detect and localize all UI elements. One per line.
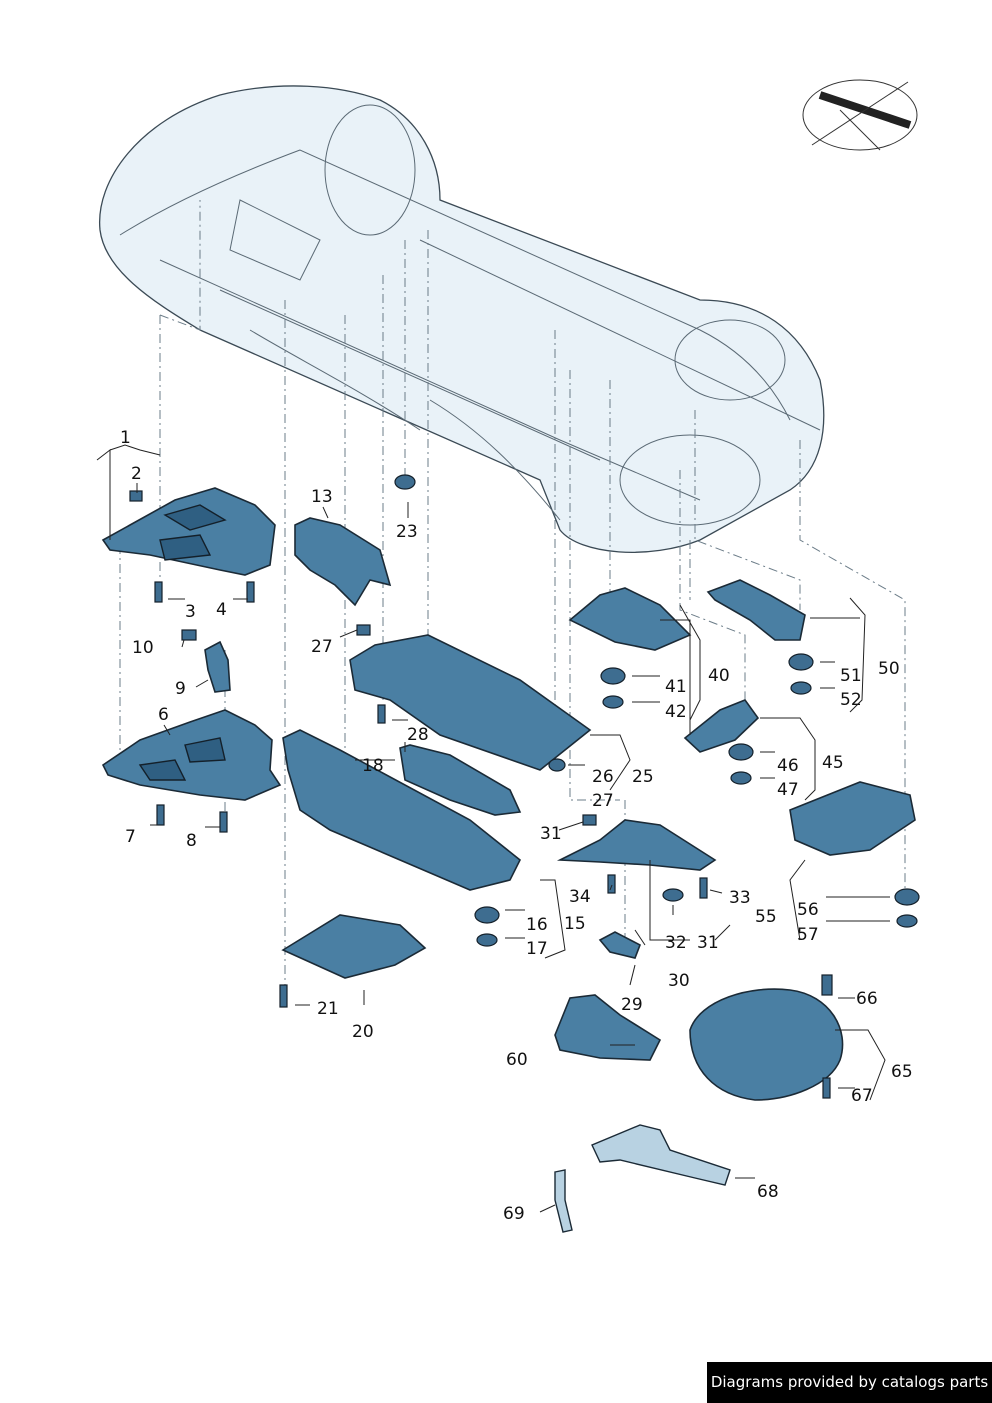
callout-56: 56: [797, 900, 819, 920]
callout-8: 8: [186, 831, 197, 851]
part-55-rear-diffuser: [789, 781, 916, 856]
callout-7: 7: [125, 827, 136, 847]
callout-1: 1: [120, 428, 131, 448]
part-20-floor-plate: [281, 914, 427, 979]
part-13-side-panel: [294, 517, 392, 607]
callout-33: 33: [729, 888, 751, 908]
part-65-wheel-well-cover: [689, 988, 844, 1101]
callout-34: 34: [569, 887, 591, 907]
part-18-heat-shield: [399, 744, 522, 816]
callout-2: 2: [131, 464, 142, 484]
callout-32: 32: [665, 933, 687, 953]
callout-26: 26: [592, 767, 614, 787]
callout-55: 55: [755, 907, 777, 927]
callout-6: 6: [158, 705, 169, 725]
callout-23: 23: [396, 522, 418, 542]
part-15-sill-panel: [282, 729, 522, 891]
callout-47: 47: [777, 780, 799, 800]
part-29-clip: [598, 931, 642, 959]
callout-18: 18: [362, 756, 384, 776]
callout-4: 4: [216, 600, 227, 620]
callout-52: 52: [840, 690, 862, 710]
callout-17: 17: [526, 939, 548, 959]
callout-20: 20: [352, 1022, 374, 1042]
part-25-centre-tunnel-panel: [349, 634, 592, 771]
callout-31a: 31: [540, 824, 562, 844]
orientation-symbol: [802, 79, 918, 151]
callout-10: 10: [132, 638, 154, 658]
callout-13: 13: [311, 487, 333, 507]
callout-42: 42: [665, 702, 687, 722]
callout-27a: 27: [311, 637, 333, 657]
callout-21: 21: [317, 999, 339, 1019]
callout-31b: 31: [697, 933, 719, 953]
assembly-guide-lines: [119, 200, 906, 985]
callout-57: 57: [797, 925, 819, 945]
callout-67: 67: [851, 1086, 873, 1106]
callout-9: 9: [175, 679, 186, 699]
callout-leaders: [96, 444, 890, 1213]
callout-50: 50: [878, 659, 900, 679]
callout-27b: 27: [592, 791, 614, 811]
part-40-rear-shield: [568, 587, 692, 651]
part-45-mount: [683, 699, 760, 753]
callout-68: 68: [757, 1182, 779, 1202]
fasteners: [129, 474, 920, 1099]
callout-51: 51: [840, 666, 862, 686]
part-30-rear-panel: [556, 819, 717, 871]
callout-40: 40: [708, 666, 730, 686]
part-68-strut: [591, 1124, 731, 1186]
callout-25: 25: [632, 767, 654, 787]
part-60-shield: [554, 994, 662, 1061]
callout-69: 69: [503, 1204, 525, 1224]
callout-46: 46: [777, 756, 799, 776]
callout-3: 3: [185, 602, 196, 622]
callout-66: 66: [856, 989, 878, 1009]
part-6-lower-shield: [101, 709, 282, 801]
callout-15: 15: [564, 914, 586, 934]
callout-29: 29: [621, 995, 643, 1015]
footer-credit-banner: Diagrams provided by catalogs parts: [707, 1362, 992, 1403]
car-underbody: [99, 85, 825, 553]
callout-16: 16: [526, 915, 548, 935]
part-50-rear-bracket: [706, 579, 806, 641]
part-9-bracket: [204, 640, 231, 693]
callout-60: 60: [506, 1050, 528, 1070]
callout-45: 45: [822, 753, 844, 773]
callout-28: 28: [407, 725, 429, 745]
part-69-strip: [554, 1169, 573, 1233]
part-1-engine-shield: [101, 487, 276, 576]
callout-30: 30: [668, 971, 690, 991]
callout-41: 41: [665, 677, 687, 697]
callout-65: 65: [891, 1062, 913, 1082]
